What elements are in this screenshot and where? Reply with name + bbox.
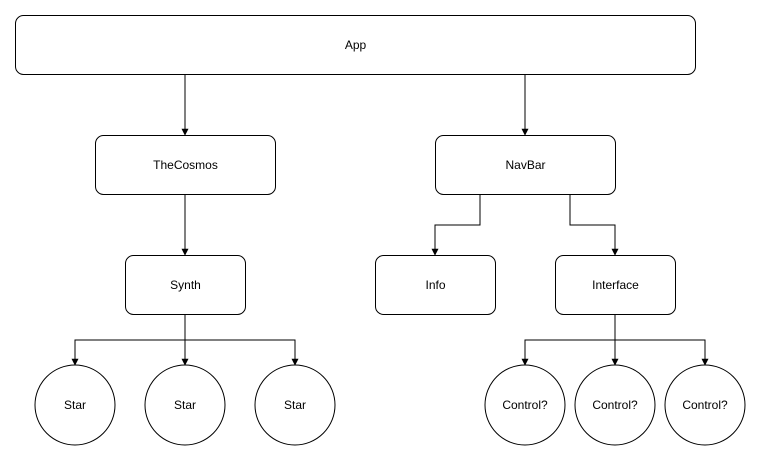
node-control-1[interactable]: Control? bbox=[484, 364, 566, 446]
node-control-1-label: Control? bbox=[502, 398, 548, 412]
node-star-2-label: Star bbox=[174, 398, 196, 412]
edge-interface-control-3 bbox=[614, 315, 709, 366]
node-thecosmos-label: TheCosmos bbox=[153, 158, 218, 172]
node-info-label: Info bbox=[425, 278, 445, 292]
node-app[interactable]: App bbox=[15, 15, 696, 75]
edge-interface-control-1 bbox=[521, 315, 616, 366]
node-star-3[interactable]: Star bbox=[254, 364, 336, 446]
node-interface-label: Interface bbox=[592, 278, 639, 292]
node-navbar-label: NavBar bbox=[505, 158, 545, 172]
node-app-label: App bbox=[345, 38, 367, 52]
edges bbox=[71, 75, 709, 366]
edge-synth-star-3 bbox=[184, 315, 299, 366]
node-star-2[interactable]: Star bbox=[144, 364, 226, 446]
edge-navbar-interface bbox=[569, 195, 619, 256]
node-synth[interactable]: Synth bbox=[125, 255, 246, 315]
node-control-2-label: Control? bbox=[592, 398, 638, 412]
edge-synth-star-1 bbox=[71, 315, 186, 366]
node-control-3-label: Control? bbox=[682, 398, 728, 412]
node-navbar[interactable]: NavBar bbox=[435, 135, 616, 195]
node-info[interactable]: Info bbox=[375, 255, 496, 315]
node-star-1[interactable]: Star bbox=[34, 364, 116, 446]
node-star-3-label: Star bbox=[284, 398, 306, 412]
node-synth-label: Synth bbox=[170, 278, 201, 292]
node-control-3[interactable]: Control? bbox=[664, 364, 746, 446]
edge-navbar-info bbox=[431, 195, 481, 256]
node-thecosmos[interactable]: TheCosmos bbox=[95, 135, 276, 195]
node-control-2[interactable]: Control? bbox=[574, 364, 656, 446]
node-star-1-label: Star bbox=[64, 398, 86, 412]
node-interface[interactable]: Interface bbox=[555, 255, 676, 315]
